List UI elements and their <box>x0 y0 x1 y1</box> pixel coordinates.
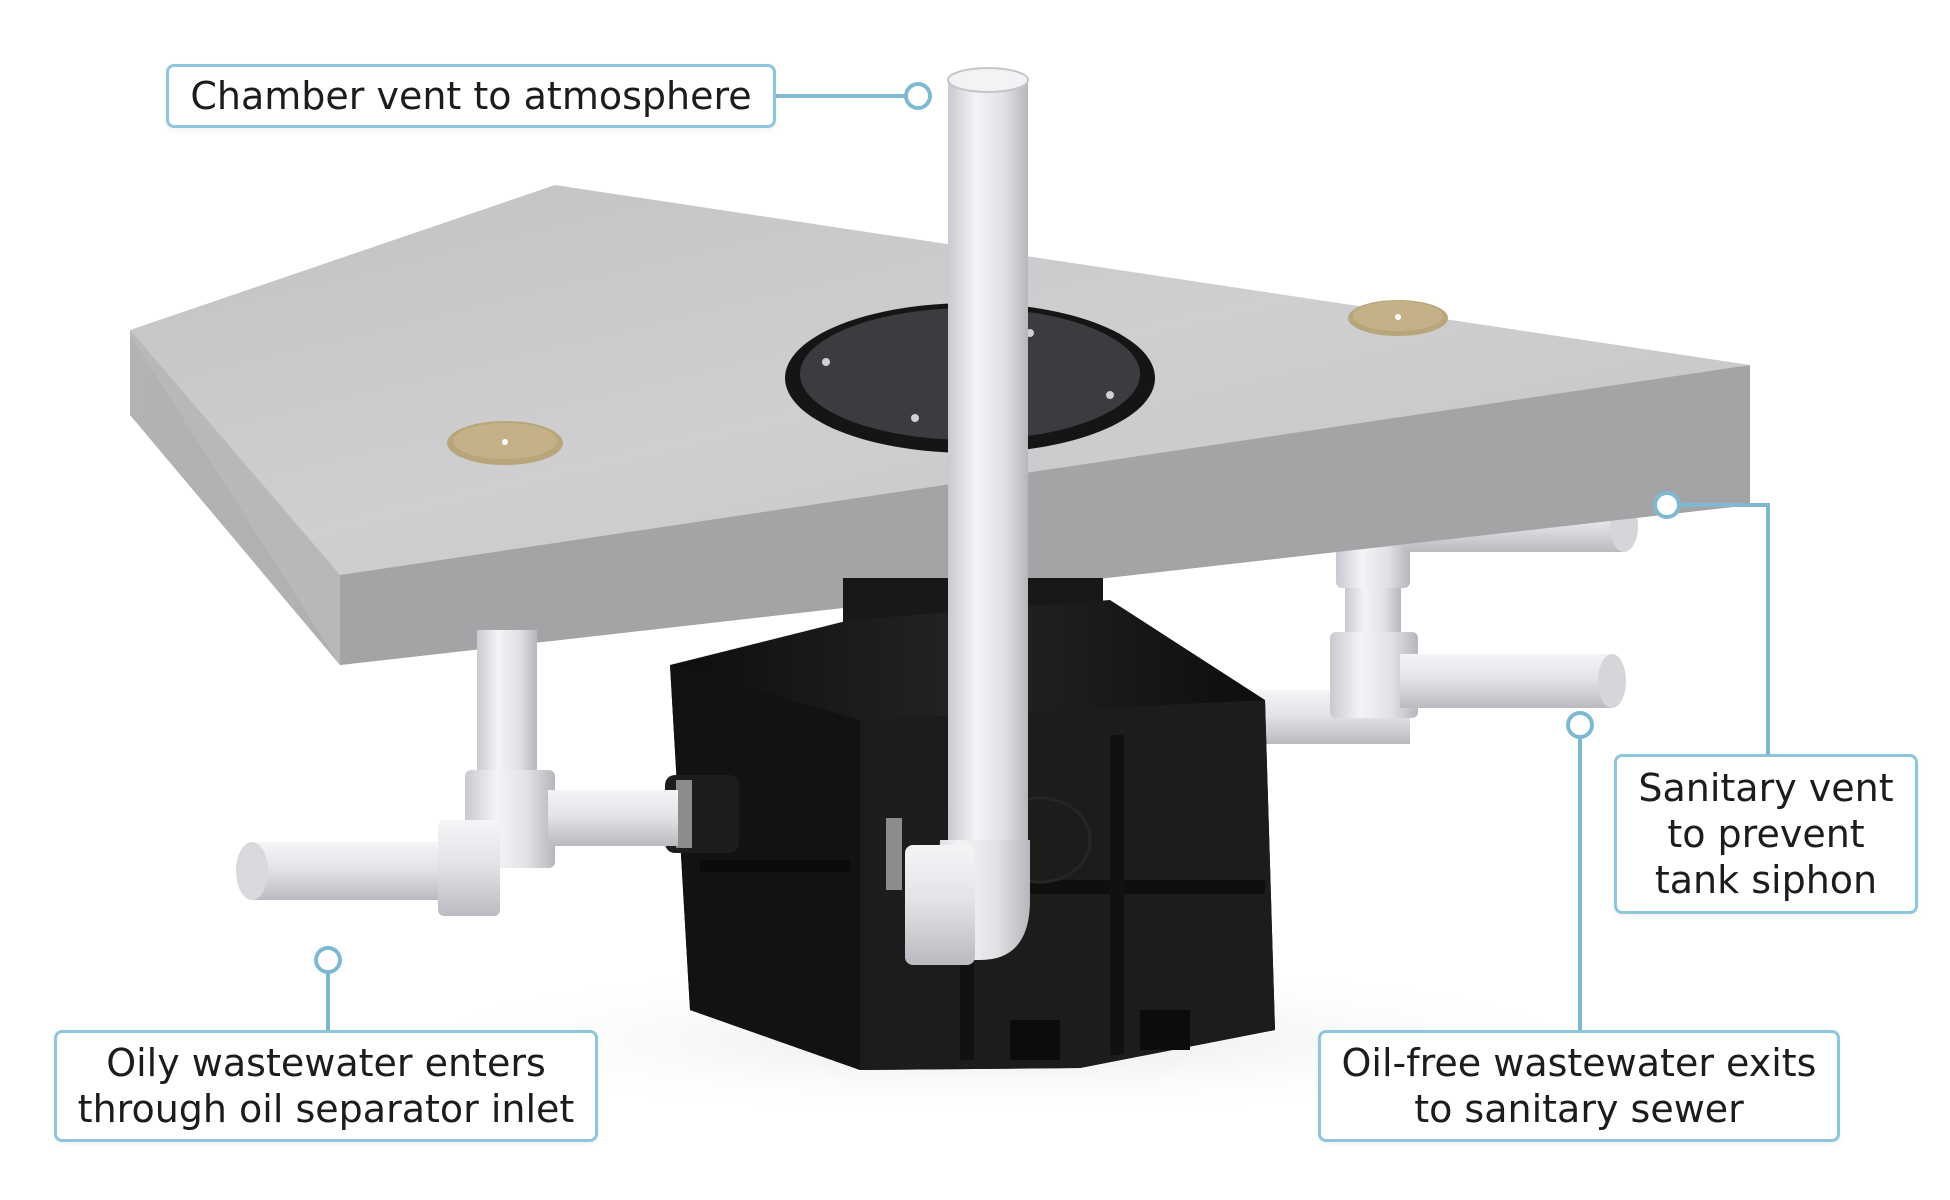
leader-endpoint-icon <box>314 946 342 974</box>
callout-text: tank siphon <box>1654 858 1878 902</box>
leader-endpoint-icon <box>1653 491 1681 519</box>
chamber-vent-pipe <box>905 67 1030 965</box>
callout-text: Sanitary vent <box>1638 766 1894 810</box>
callout-text: Oily wastewater enters <box>106 1041 546 1085</box>
callout-sanitary-vent: Sanitary vent to prevent tank siphon <box>1614 754 1918 914</box>
callout-text: Oil-free wastewater exits <box>1341 1041 1817 1085</box>
callout-outlet: Oil-free wastewater exits to sanitary se… <box>1318 1030 1840 1142</box>
leader-lines <box>326 94 1770 1030</box>
callout-inlet: Oily wastewater enters through oil separ… <box>54 1030 598 1142</box>
inlet-piping <box>236 630 678 916</box>
callout-text: Chamber vent to atmosphere <box>190 74 752 118</box>
leader-endpoint-icon <box>904 82 932 110</box>
leader-endpoint-icon <box>1566 711 1594 739</box>
callout-text: to sanitary sewer <box>1414 1087 1744 1131</box>
callout-chamber-vent: Chamber vent to atmosphere <box>166 64 776 128</box>
callout-text: to prevent <box>1667 812 1865 856</box>
callout-text: through oil separator inlet <box>77 1087 575 1131</box>
